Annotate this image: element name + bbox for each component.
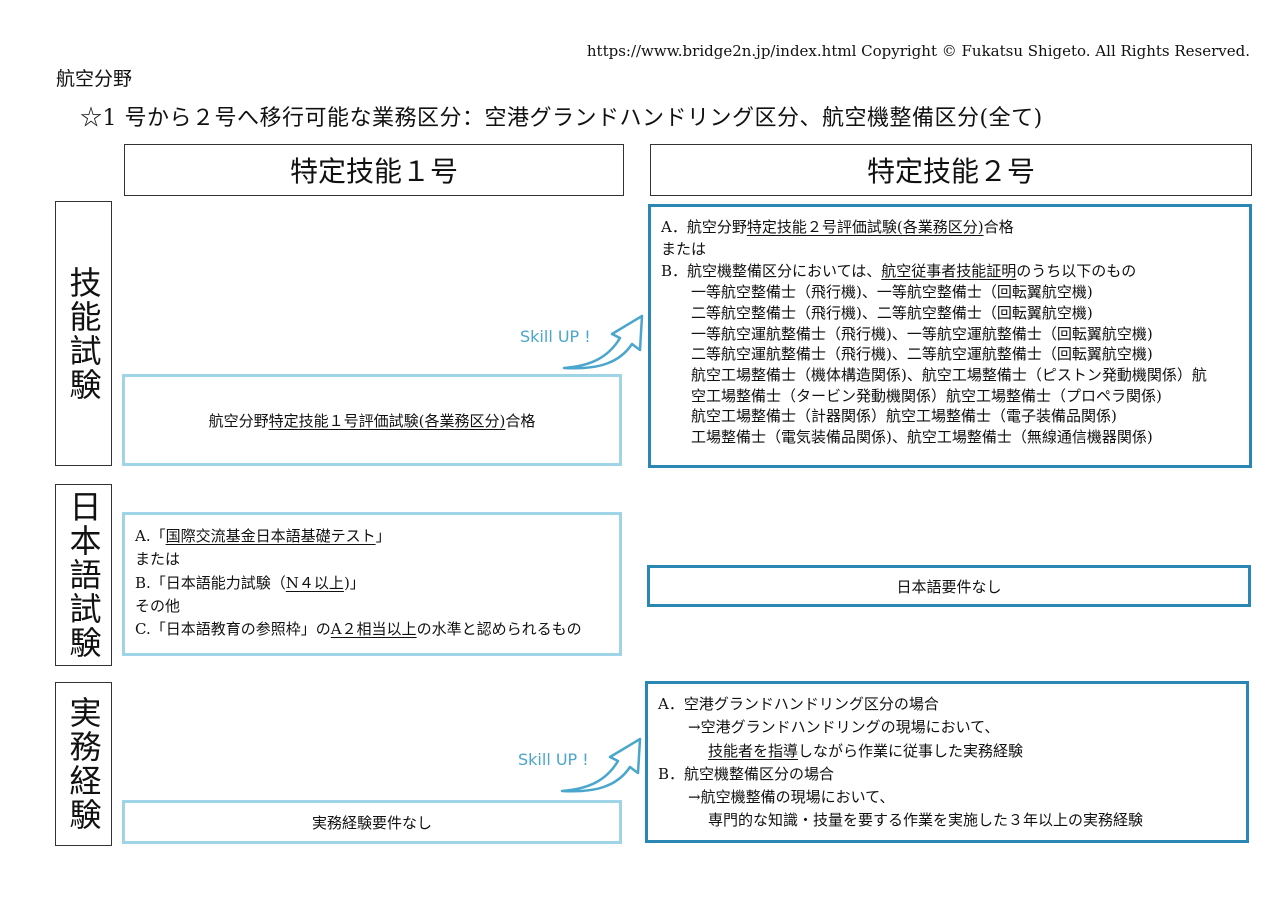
practical-level2-a1: →空港グランドハンドリングの現場において、 (688, 718, 1000, 737)
skill-test-level2-or: または (661, 239, 707, 258)
field-label: 航空分野 (56, 68, 133, 90)
skill-test-level1-text: 航空分野特定技能１号評価試験(各業務区分)合格 (208, 411, 536, 430)
cert-line: 航空工場整備士（機体構造関係)、航空工場整備士（ピストン発動機関係）航 (691, 366, 1207, 384)
japanese-test-or: または (135, 550, 181, 569)
practical-level2-box: A．空港グランドハンドリング区分の場合 →空港グランドハンドリングの現場において… (645, 681, 1249, 843)
japanese-test-a: A.「国際交流基金日本語基礎テスト」 (135, 527, 391, 545)
row-label-practical-experience-text: 実務経験 (64, 696, 103, 832)
cert-line: 二等航空運航整備士（飛行機)、二等航空運航整備士（回転翼航空機) (691, 345, 1153, 364)
practical-level1-box: 実務経験要件なし (122, 800, 622, 844)
japanese-test-level1-box: A.「国際交流基金日本語基礎テスト」 または B.「日本語能力試験（N４以上)」… (122, 512, 622, 656)
cert-line: 一等航空運航整備士（飛行機)、一等航空運航整備士（回転翼航空機) (691, 324, 1153, 343)
page-headline: ☆1 号から２号へ移行可能な業務区分：空港グランドハンドリング区分、航空機整備区… (80, 106, 1043, 131)
practical-level1-text: 実務経験要件なし (311, 813, 432, 832)
skill-up-arrow-icon-2 (560, 737, 642, 793)
copyright-notice: https://www.bridge2n.jp/index.html Copyr… (586, 42, 1250, 60)
japanese-test-level2-text: 日本語要件なし (896, 577, 1002, 596)
practical-level2-b: B．航空機整備区分の場合 (658, 764, 835, 783)
row-label-skill-test: 技能試験 (55, 201, 112, 466)
column-header-level2-text: 特定技能２号 (866, 155, 1035, 188)
practical-level2-b1: →航空機整備の現場において、 (688, 788, 895, 806)
skill-up-label-2: Skill UP ! (518, 750, 589, 769)
column-header-level2: 特定技能２号 (650, 144, 1252, 196)
column-header-level1: 特定技能１号 (124, 144, 624, 196)
skill-test-level2-b: B．航空機整備区分においては、航空従事者技能証明のうち以下のもの (661, 261, 1137, 280)
japanese-test-c: C.「日本語教育の参照枠」のA２相当以上の水準と認められるもの (135, 620, 582, 638)
skill-test-level2-box: A．航空分野特定技能２号評価試験(各業務区分)合格 または B．航空機整備区分に… (648, 204, 1252, 468)
cert-line: 二等航空整備士（飛行機)、二等航空整備士（回転翼航空機) (691, 303, 1093, 322)
skill-test-level1-box: 航空分野特定技能１号評価試験(各業務区分)合格 (122, 374, 622, 466)
row-label-japanese-test: 日本語試験 (55, 484, 112, 666)
cert-line: 工場整備士（電気装備品関係)、航空工場整備士（無線通信機器関係) (691, 428, 1153, 447)
japanese-test-b: B.「日本語能力試験（N４以上)」 (135, 573, 365, 592)
skill-up-arrow-icon-1 (562, 314, 644, 370)
skill-up-label-1: Skill UP ! (520, 327, 591, 346)
cert-line: 空工場整備士（タービン発動機関係）航空工場整備士（プロペラ関係) (691, 386, 1162, 405)
practical-level2-a2: 技能者を指導しながら作業に従事した実務経験 (708, 741, 1024, 760)
practical-level2-a: A．空港グランドハンドリング区分の場合 (658, 695, 939, 713)
practical-level2-b2: 専門的な知識・技量を要する作業を実施した３年以上の実務経験 (708, 811, 1144, 830)
row-label-japanese-test-text: 日本語試験 (64, 490, 103, 660)
japanese-test-level2-box: 日本語要件なし (647, 565, 1251, 607)
row-label-skill-test-text: 技能試験 (64, 265, 103, 402)
cert-line: 航空工場整備士（計器関係）航空工場整備士（電子装備品関係) (691, 407, 1117, 426)
skill-test-level2-a: A．航空分野特定技能２号評価試験(各業務区分)合格 (661, 218, 1014, 236)
row-label-practical-experience: 実務経験 (55, 682, 112, 846)
japanese-test-other: その他 (135, 596, 181, 615)
cert-line: 一等航空整備士（飛行機)、一等航空整備士（回転翼航空機) (691, 283, 1093, 302)
column-header-level1-text: 特定技能１号 (289, 155, 458, 188)
